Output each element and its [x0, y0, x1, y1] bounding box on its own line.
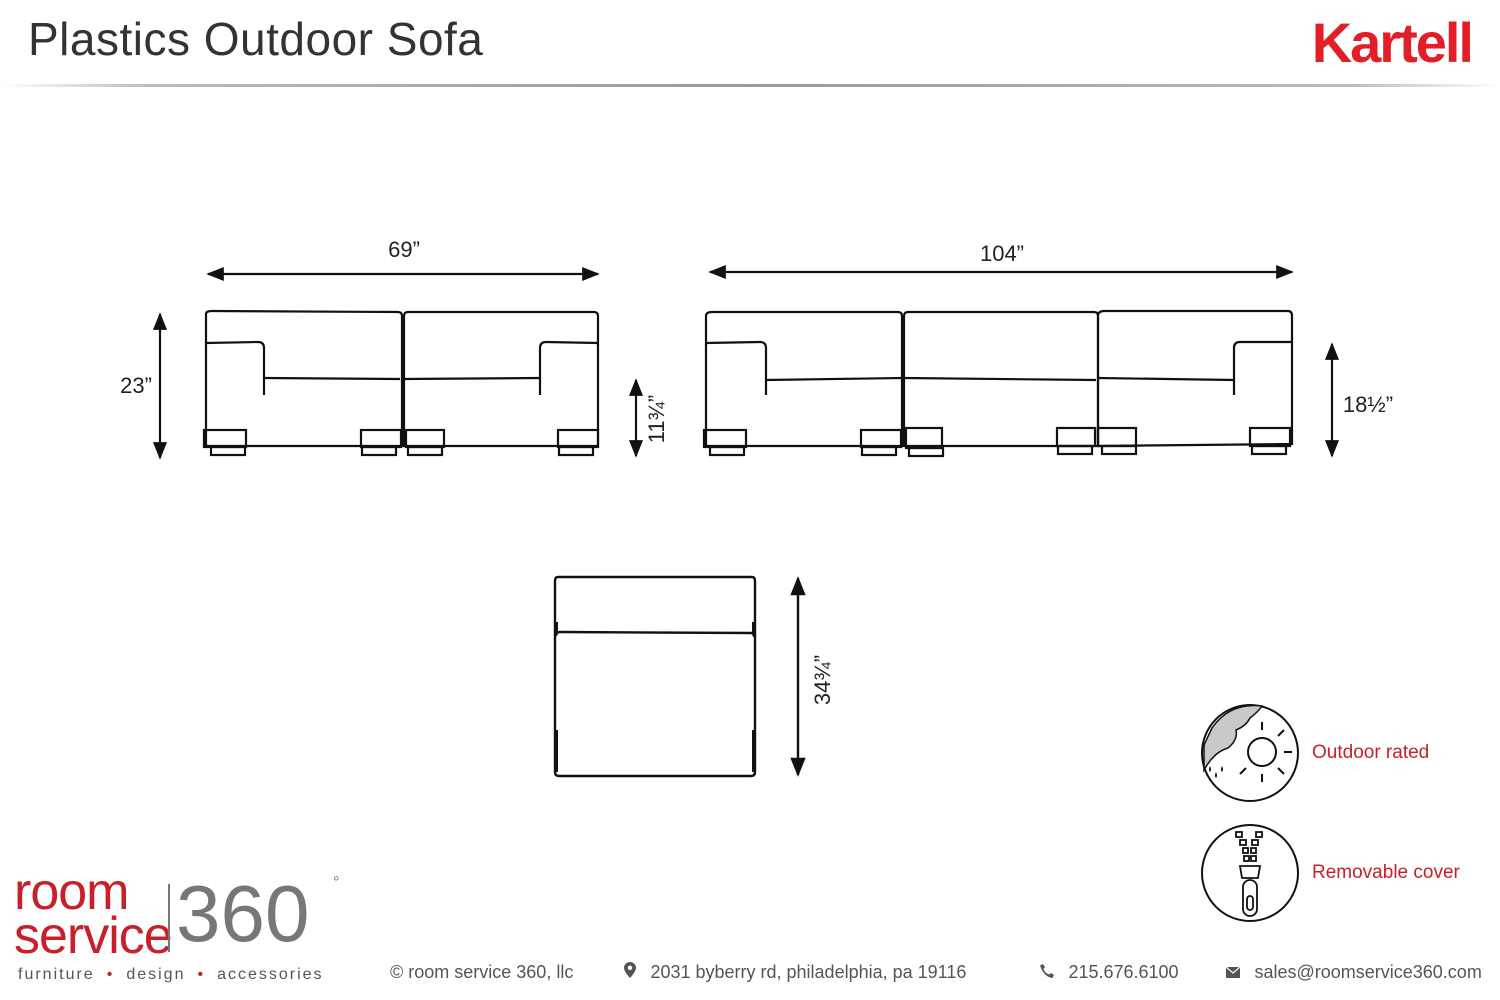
logo-360-text: 360 [176, 869, 310, 958]
phone-icon [1040, 964, 1058, 982]
footer-phone[interactable]: 215.676.6100 [1040, 962, 1179, 983]
envelope-icon [1225, 965, 1244, 982]
location-pin-icon [624, 962, 640, 982]
sofa3-width-label: 104” [980, 241, 1024, 266]
company-logo: room service [14, 863, 173, 965]
seat-height-label: 11¾” [644, 395, 669, 444]
logo-service-text: service [14, 907, 173, 965]
tagline-dot: • [106, 966, 115, 983]
tagline-dot: • [197, 966, 206, 983]
logo-tagline: furniture • design • accessories [18, 966, 324, 984]
sofa3-seat-depth-label: 18½” [1343, 392, 1393, 417]
module-top-view [553, 575, 806, 778]
phone-text[interactable]: 215.676.6100 [1068, 962, 1179, 982]
sofa-three-seat-front-view [702, 264, 1340, 458]
feature-outdoor-rated-label: Outdoor rated [1312, 742, 1430, 763]
page-title: Plastics Outdoor Sofa [28, 13, 484, 65]
footer-address: 2031 byberry rd, philadelphia, pa 19116 [624, 962, 966, 983]
weather-sun-rain-icon [1201, 704, 1299, 802]
sofa2-width-label: 69” [388, 237, 420, 262]
feature-removable-cover-label: Removable cover [1312, 862, 1460, 883]
sofa2-height-label: 23” [120, 373, 152, 398]
email-text[interactable]: sales@roomservice360.com [1254, 962, 1482, 982]
address-text: 2031 byberry rd, philadelphia, pa 19116 [650, 962, 967, 982]
logo-room-text: room [14, 863, 129, 921]
tagline-furniture: furniture [18, 966, 95, 983]
logo-degree-symbol: ° [333, 874, 340, 891]
logo-divider [168, 884, 170, 952]
footer-email[interactable]: sales@roomservice360.com [1225, 962, 1482, 983]
tagline-accessories: accessories [217, 966, 324, 983]
tagline-design: design [126, 966, 186, 983]
header-divider [0, 84, 1500, 87]
zipper-icon [1201, 824, 1299, 922]
brand-logo: Kartell [1311, 11, 1474, 74]
module-depth-label: 34¾” [810, 655, 835, 705]
footer-copyright: © room service 360, llc [390, 962, 574, 982]
sofa-two-seat-front-view [152, 266, 644, 460]
